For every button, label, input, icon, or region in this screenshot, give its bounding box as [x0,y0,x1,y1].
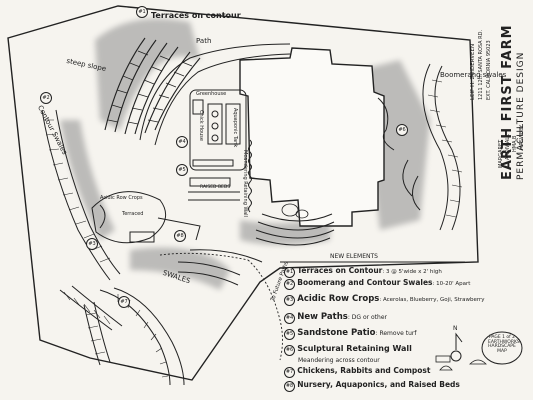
designer-3: HMA.B [512,135,518,152]
designer-2: ARDIWALL [505,134,511,160]
legend-item: #3 Acidic Row Crops: Acerolas, Blueberry… [284,294,485,306]
badge-3: #3 [86,238,98,250]
badge-8: #8 [174,230,186,242]
designer-1: MARGARET [498,139,504,168]
new-paths [159,252,283,361]
badge-6: #6 [396,124,408,136]
main-house [239,47,385,227]
top-path [139,43,291,141]
greenhouse-label: Greenhouse [196,91,227,97]
property-boundary [7,5,479,381]
legend-item: #4 New Paths: DG or other [284,312,387,324]
address-line-2: 1211 12th SANTA ROSA RD. [478,29,484,100]
badge-7: #7 [118,296,130,308]
retaining-wall [248,139,252,213]
nursery-area [188,89,247,201]
north-arrow-icon [450,332,463,362]
retaining-wall-label: Meandering Retaining Wall [242,150,248,217]
terraced-label: Terraced [122,211,144,217]
scale-bar [435,355,451,363]
boomerang-swales [377,63,461,231]
chicken-area [91,191,201,244]
legend-item: #7 Chickens, Rabbits and Compost [284,366,430,378]
new-elements-label: NEW ELEMENTS [330,253,378,260]
badge-5: #5 [176,164,188,176]
patio [281,203,309,219]
acidic-beds-label: Acidic Row Crops [100,195,143,201]
aquaponic-label: Aquaponic Tank [232,108,238,148]
corner-note: PAGE 1 of 2 EARTHWORKS HARDSCAPE MAP [488,335,520,354]
legend-item: #8 Nursery, Aquaponics, and Raised Beds [284,380,460,392]
acidic-beds [255,213,335,246]
raised-beds-label: RAISED BEDS [200,185,231,190]
chicken-house-label: Chick House [198,110,204,141]
badge-4: #4 [176,136,188,148]
boomerang-swales-label: Boomerang swales [440,71,507,79]
address-line-3: EXT. CALIFORNIA 95023 [486,40,492,100]
designer-4: MRSWEBY [519,124,525,150]
legend-item: #5 Sandstone Patio: Remove turf [284,328,417,340]
lower-swales [177,249,263,286]
farm-subtitle: PERMACULTURE DESIGN [516,51,526,180]
path-label: Path [196,37,212,45]
terraces-on-contour [104,37,201,135]
corner-note-box [481,331,523,365]
badge-1: #1 [136,6,148,18]
contour-swales [41,109,185,386]
badge-2: #2 [40,92,52,104]
north-label: N [453,325,458,332]
terraces-label: Terraces on contour [151,11,241,20]
legend-item: #1 Terraces on Contour: 3 @ 5'wide x 2' … [284,266,442,278]
address-line-1: LEIF H. ZUIDERVEEN [470,43,476,100]
legend-item: #2 Boomerang and Contour Swales: 10-20' … [284,278,470,290]
legend-item: #6 Sculptural Retaining Wall Meandering … [284,344,412,364]
